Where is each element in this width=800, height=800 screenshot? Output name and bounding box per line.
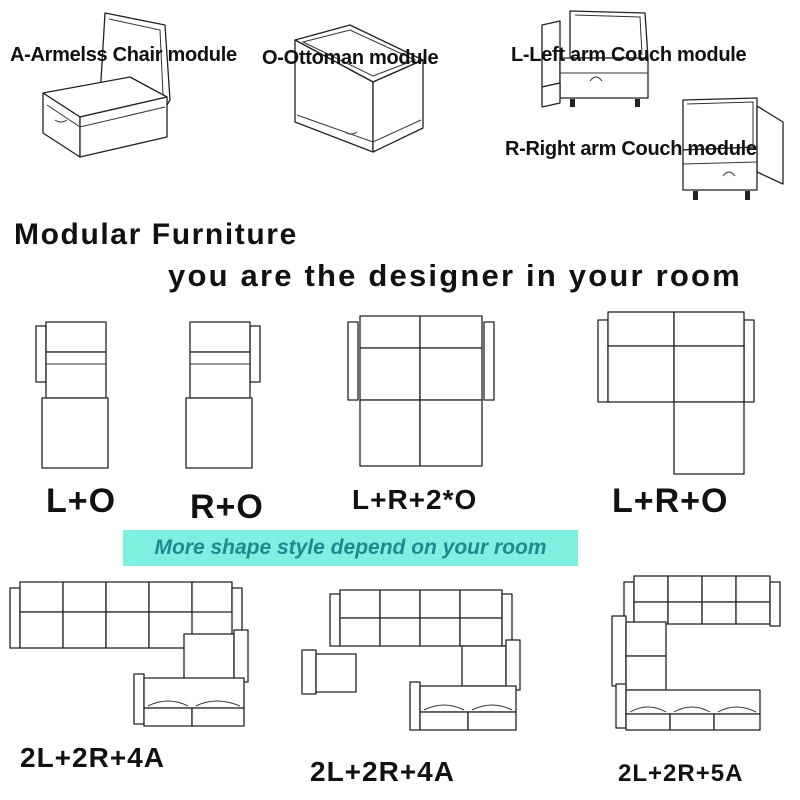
- config-2l-2r-5a-label: 2L+2R+5A: [618, 760, 744, 787]
- heading-modular-furniture: Modular Furniture: [14, 218, 298, 251]
- config-l-r-2o-diagram: [346, 312, 496, 470]
- ottoman-illustration: [285, 20, 430, 160]
- config-2l-2r-4a-label-2: 2L+2R+4A: [310, 756, 455, 787]
- more-shapes-banner: More shape style depend on your room: [123, 530, 578, 566]
- config-2l-2r-5a-diagram: [610, 572, 792, 734]
- config-r-o-diagram: [182, 318, 262, 470]
- config-l-r-o-diagram: [596, 308, 776, 478]
- config-r-o-label: R+O: [190, 488, 264, 526]
- ottoman-module-label: O-Ottoman module: [262, 47, 439, 69]
- left-arm-couch-module-label: L-Left arm Couch module: [511, 44, 747, 66]
- banner-text: More shape style depend on your room: [154, 536, 547, 559]
- config-2l-2r-4a-diagram-2: [298, 586, 526, 734]
- heading-designer-tagline: you are the designer in your room: [168, 258, 742, 293]
- armless-chair-module-label: A-Armelss Chair module: [10, 44, 237, 66]
- right-arm-couch-illustration: [675, 92, 795, 200]
- config-l-o-diagram: [34, 318, 114, 470]
- config-2l-2r-4a-diagram-1: [8, 578, 253, 730]
- armless-chair-illustration: [35, 5, 175, 170]
- config-l-r-2o-label: L+R+2*O: [352, 484, 478, 515]
- config-l-r-o-label: L+R+O: [612, 482, 729, 520]
- config-l-o-label: L+O: [46, 482, 117, 520]
- config-2l-2r-4a-label-1: 2L+2R+4A: [20, 742, 165, 773]
- right-arm-couch-module-label: R-Right arm Couch module: [505, 138, 757, 160]
- left-arm-couch-illustration: [530, 3, 655, 113]
